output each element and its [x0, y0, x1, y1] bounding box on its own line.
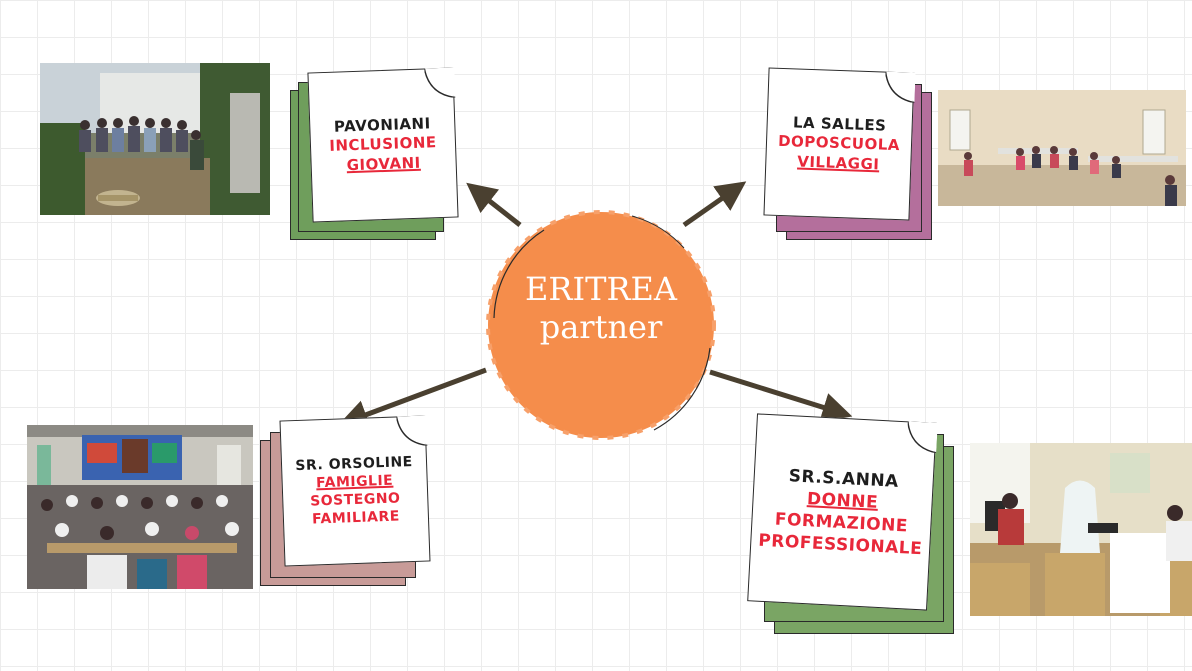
photo-orsoline [27, 425, 253, 589]
pavoniani-line2: GIOVANI [346, 153, 421, 175]
center-label: ERITREA partner [484, 270, 718, 347]
center-brush-circle [486, 210, 716, 440]
arrow-to-orsoline [337, 367, 487, 429]
dog-ear-icon [906, 420, 938, 453]
photo-lasalles [938, 90, 1186, 206]
note-orsoline: SR. ORSOLINE FAMIGLIE SOSTEGNO FAMILIARE [279, 414, 431, 567]
card-pavoniani: PAVONIANI INCLUSIONE GIOVANI [290, 66, 460, 242]
photo-santanna [970, 443, 1192, 616]
center-subtitle: partner [539, 308, 663, 347]
dog-ear-icon [884, 71, 916, 103]
arrow-to-santanna [709, 369, 853, 422]
lasalles-line2: VILLAGGI [796, 152, 880, 174]
note-santanna: SR.S.ANNA DONNE FORMAZIONE PROFESSIONALE [747, 413, 938, 611]
pavoniani-line1: INCLUSIONE [329, 133, 437, 156]
center-title: ERITREA [525, 270, 677, 308]
orsoline-line3: FAMILIARE [311, 508, 401, 528]
dog-ear-icon [395, 414, 427, 446]
card-santanna: SR.S.ANNA DONNE FORMAZIONE PROFESSIONALE [747, 413, 962, 638]
santanna-title: SR.S.ANNA [788, 465, 900, 492]
santanna-line1: DONNE [806, 489, 879, 513]
note-lasalles: LA SALLES DOPOSCUOLA VILLAGGI [763, 67, 916, 221]
dog-ear-icon [423, 66, 455, 98]
photo-pavoniani [40, 63, 270, 215]
card-lasalles: LA SALLES DOPOSCUOLA VILLAGGI [760, 67, 935, 242]
note-pavoniani: PAVONIANI INCLUSIONE GIOVANI [307, 66, 459, 223]
orsoline-line1: FAMIGLIE [315, 472, 394, 492]
card-orsoline: SR. ORSOLINE FAMIGLIE SOSTEGNO FAMILIARE [260, 414, 432, 588]
orsoline-title: SR. ORSOLINE [295, 453, 413, 474]
lasalles-line1: DOPOSCUOLA [777, 132, 901, 155]
